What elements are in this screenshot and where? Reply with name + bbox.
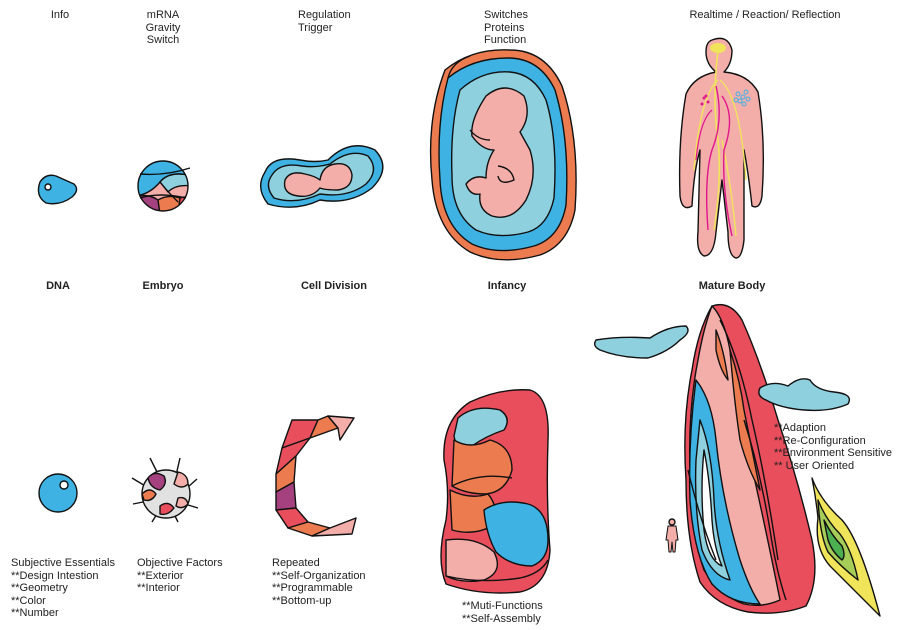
note-line: **Programmable	[272, 582, 366, 595]
note-line: **Exterior	[137, 570, 223, 583]
cell-division-chain-illustration	[276, 416, 356, 536]
note-line: **Self-Assembly	[462, 613, 543, 626]
note-repeated: Repeated **Self-Organization **Programma…	[272, 557, 366, 607]
note-line: **Color	[11, 595, 115, 608]
note-line: **Interior	[137, 582, 223, 595]
embryo-spiked-illustration	[132, 458, 198, 522]
note-subjective-essentials: Subjective Essentials **Design Intestion…	[11, 557, 115, 620]
note-line: **Muti-Functions	[462, 600, 543, 613]
note-line: Objective Factors	[137, 557, 223, 570]
note-multi-functions: **Muti-Functions **Self-Assembly	[462, 600, 543, 625]
note-line: **Self-Organization	[272, 570, 366, 583]
top-label-line: Trigger	[298, 22, 351, 35]
top-label-line: mRNA	[138, 9, 188, 22]
note-line: **Geometry	[11, 582, 115, 595]
note-line: **Bottom-up	[272, 595, 366, 608]
stage-title-embryo: Embryo	[130, 280, 196, 293]
fetus-illustration	[431, 50, 577, 260]
stage-title-cell-division: Cell Division	[286, 280, 382, 293]
stage-title-mature-body: Mature Body	[682, 280, 782, 293]
note-adaption: **Adaption **Re-Configuration **Environm…	[774, 422, 892, 472]
note-line: **Design Intestion	[11, 570, 115, 583]
top-label-line: Switch	[138, 34, 188, 47]
top-label-switches: Switches Proteins Function	[484, 9, 528, 47]
top-label-mrna: mRNA Gravity Switch	[138, 9, 188, 47]
note-line: Subjective Essentials	[11, 557, 115, 570]
stage-title-dna: DNA	[30, 280, 86, 293]
note-line: **Re-Configuration	[774, 435, 892, 448]
top-label-line: Function	[484, 34, 528, 47]
info-cell-illustration	[38, 175, 76, 204]
top-label-line: Gravity	[138, 22, 188, 35]
note-line: **Number	[11, 607, 115, 620]
infancy-blob-illustration	[441, 390, 550, 593]
top-label-info: Info	[40, 9, 80, 22]
top-label-line: Info	[40, 9, 80, 22]
top-label-line: Realtime / Reaction/ Reflection	[660, 9, 870, 22]
mature-human-illustration	[680, 38, 764, 258]
mrna-sphere-illustration	[136, 160, 192, 216]
top-label-line: Proteins	[484, 22, 528, 35]
note-line: **Adaption	[774, 422, 892, 435]
human-scale-figure	[666, 519, 678, 552]
dna-sphere-illustration	[39, 474, 77, 512]
note-objective-factors: Objective Factors **Exterior **Interior	[137, 557, 223, 595]
note-line: Repeated	[272, 557, 366, 570]
regulation-cell-illustration	[261, 146, 383, 207]
note-line: ** User Oriented	[774, 460, 892, 473]
top-label-line: Switches	[484, 9, 528, 22]
top-label-regulation: Regulation Trigger	[298, 9, 351, 34]
stage-title-infancy: Infancy	[472, 280, 542, 293]
top-label-line: Regulation	[298, 9, 351, 22]
top-label-realtime: Realtime / Reaction/ Reflection	[660, 9, 870, 22]
note-line: **Environment Sensitive	[774, 447, 892, 460]
